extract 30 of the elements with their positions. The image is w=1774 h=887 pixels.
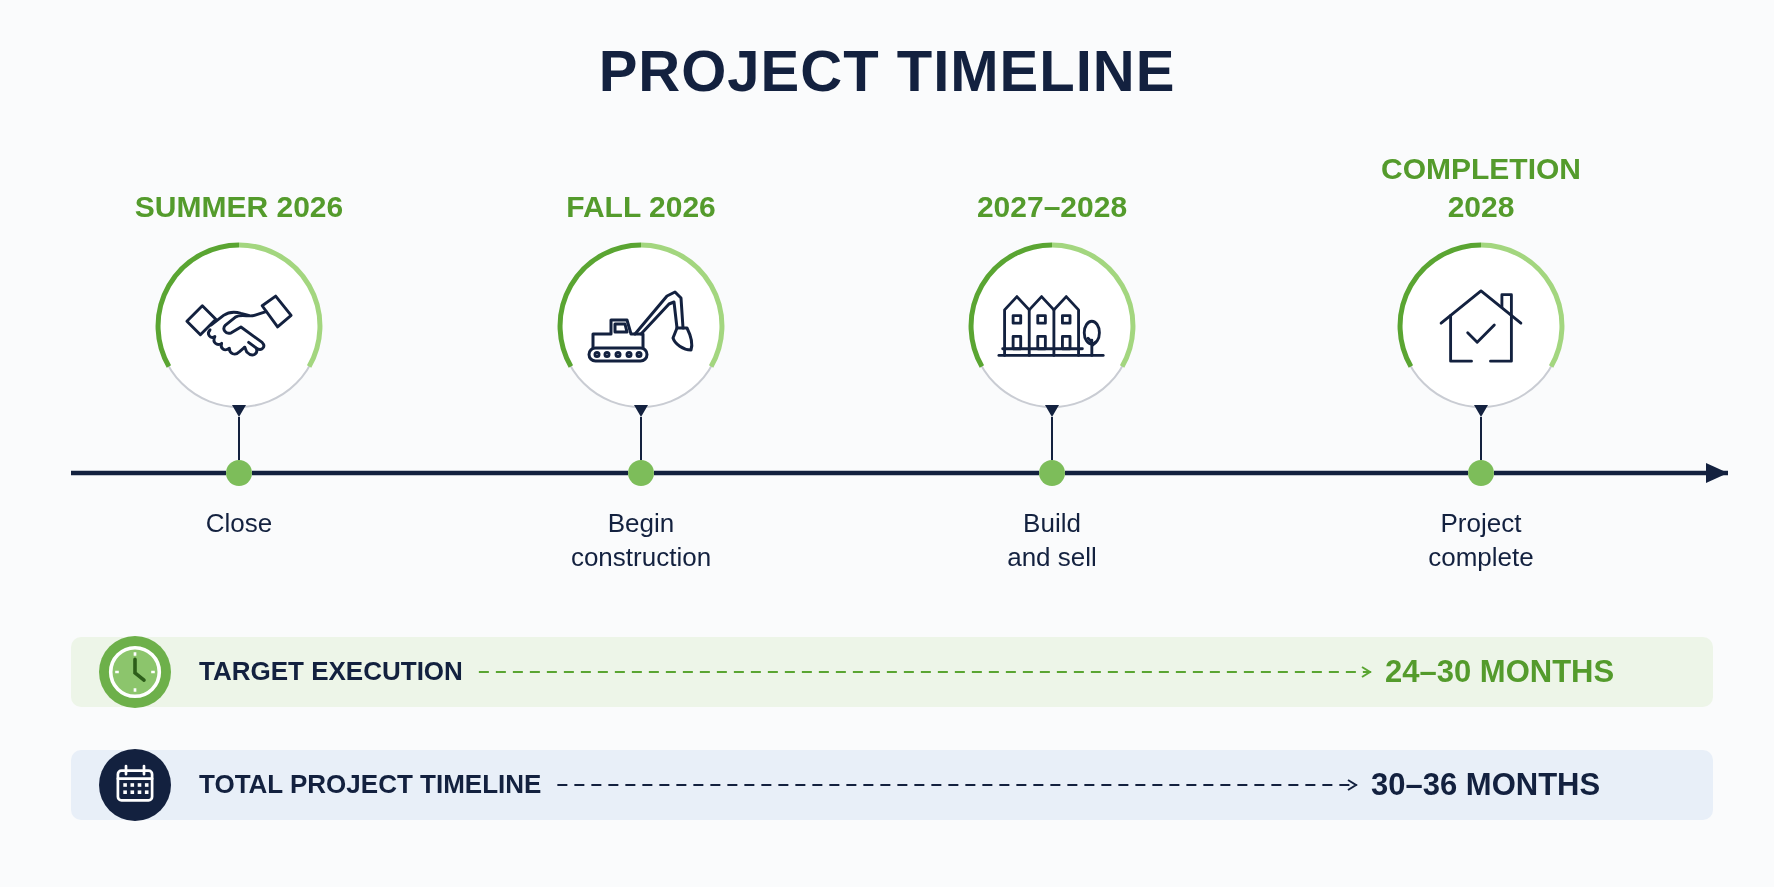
timeline-dot	[226, 460, 252, 486]
milestone-label: Project complete	[1427, 507, 1535, 574]
milestone-date: COMPLETION 2028	[1380, 151, 1582, 225]
diagram-title: PROJECT TIMELINE	[598, 38, 1176, 105]
duration-value: 24–30 MONTHS	[1385, 653, 1615, 691]
milestone-label: Build and sell	[1006, 507, 1098, 574]
pin-stem	[238, 416, 240, 461]
timeline-line	[252, 470, 628, 476]
milestone-label: Close	[205, 507, 273, 540]
timeline-dot	[628, 460, 654, 486]
timeline-line	[654, 470, 1039, 476]
pin-stem	[1051, 416, 1053, 461]
timeline-line	[71, 470, 226, 476]
timeline-arrow	[1494, 463, 1728, 483]
milestone-date: SUMMER 2026	[134, 189, 344, 225]
milestone-date: FALL 2026	[566, 189, 716, 225]
bar-title: TARGET EXECUTION	[199, 656, 463, 688]
timeline-line	[1065, 470, 1468, 476]
bar-title: TOTAL PROJECT TIMELINE	[199, 769, 542, 801]
dashed-arrow	[556, 779, 1358, 791]
dashed-arrow	[477, 666, 1372, 678]
summary-bar	[71, 750, 1713, 820]
timeline-dot	[1039, 460, 1065, 486]
timeline-dot	[1468, 460, 1494, 486]
pin-stem	[640, 416, 642, 461]
pin-stem	[1480, 416, 1482, 461]
summary-bar	[71, 637, 1713, 707]
milestone-date: 2027–2028	[976, 189, 1128, 225]
duration-value: 30–36 MONTHS	[1371, 766, 1601, 804]
milestone-label: Begin construction	[569, 507, 713, 574]
